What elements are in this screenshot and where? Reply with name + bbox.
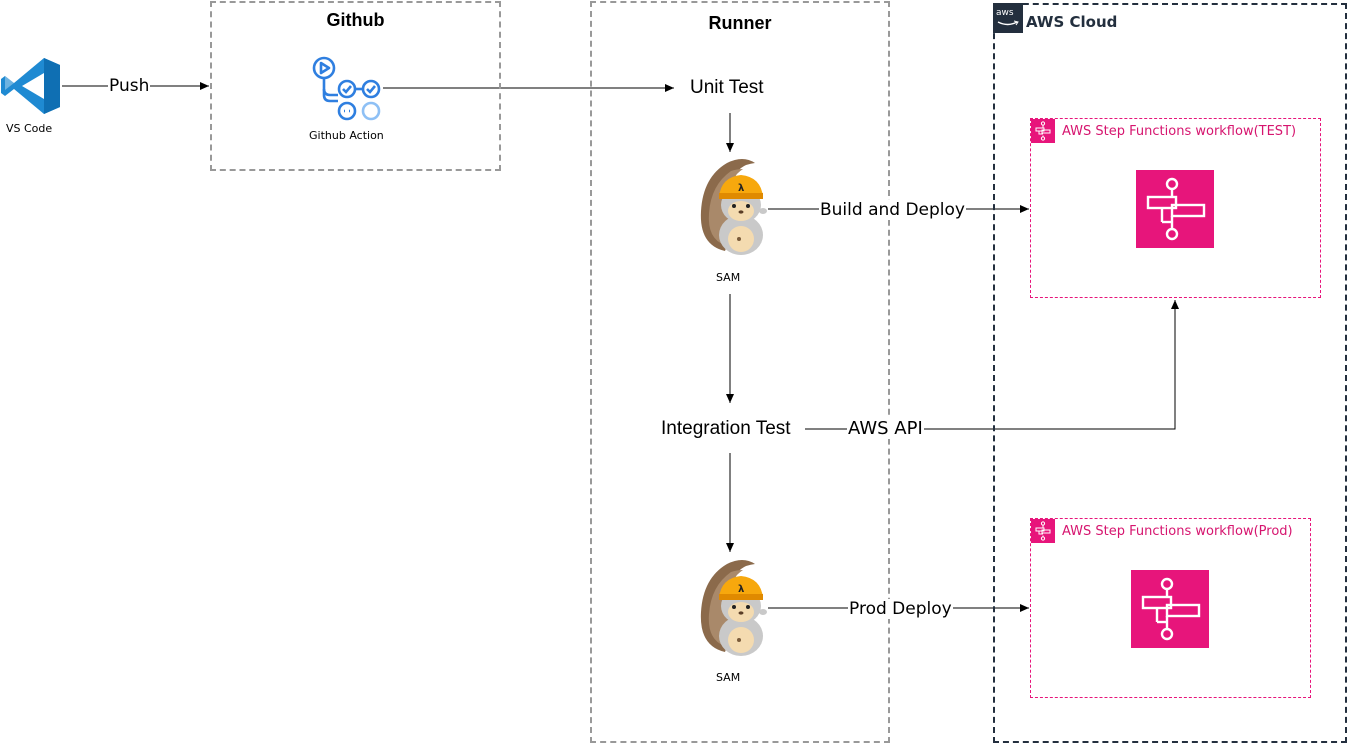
aws-api-edge-label: AWS API — [847, 418, 924, 439]
sam-squirrel-icon: λ — [700, 560, 767, 656]
step-functions-test-group: AWS Step Functions workflow(TEST) — [1030, 118, 1321, 298]
github-group-title: Github — [326, 10, 385, 30]
github-actions-icon — [312, 56, 381, 121]
github-group: Github — [210, 1, 501, 171]
step-functions-icon — [1031, 119, 1055, 143]
sam-build-label: SAM — [716, 271, 741, 284]
edge-aws-api — [805, 300, 1179, 430]
aws-logo-icon: aws — [993, 3, 1023, 33]
push-edge-label: Push — [108, 76, 151, 96]
prod-deploy-edge-label: Prod Deploy — [848, 599, 953, 619]
sam-squirrel-icon: λ — [700, 159, 767, 255]
github-action-label: Github Action — [309, 129, 384, 142]
unit-test-node: Unit Test — [690, 77, 764, 99]
svg-text:λ: λ — [738, 183, 745, 194]
sam-prod-node: λ — [697, 556, 769, 660]
sam-prod-label: SAM — [716, 671, 741, 684]
step-functions-icon — [1136, 170, 1214, 248]
vscode-icon — [1, 58, 60, 114]
svg-text:λ: λ — [738, 584, 745, 595]
github-action-node — [312, 55, 384, 121]
integration-test-node: Integration Test — [661, 418, 791, 440]
runner-group-title: Runner — [708, 13, 772, 33]
vscode-label: VS Code — [6, 122, 53, 135]
step-functions-icon — [1031, 519, 1055, 543]
step-functions-test-title: AWS Step Functions workflow(TEST) — [1062, 124, 1297, 139]
build-deploy-edge-label: Build and Deploy — [819, 200, 966, 220]
sam-build-node: λ — [697, 155, 769, 259]
step-functions-prod-group: AWS Step Functions workflow(Prod) — [1030, 518, 1311, 698]
runner-group: Runner — [590, 1, 890, 743]
vscode-node — [0, 56, 62, 116]
step-functions-icon — [1131, 570, 1209, 648]
aws-cloud-title: AWS Cloud — [1026, 13, 1118, 31]
step-functions-prod-title: AWS Step Functions workflow(Prod) — [1062, 524, 1293, 539]
aws-cloud-group: aws AWS Cloud — [993, 3, 1347, 743]
